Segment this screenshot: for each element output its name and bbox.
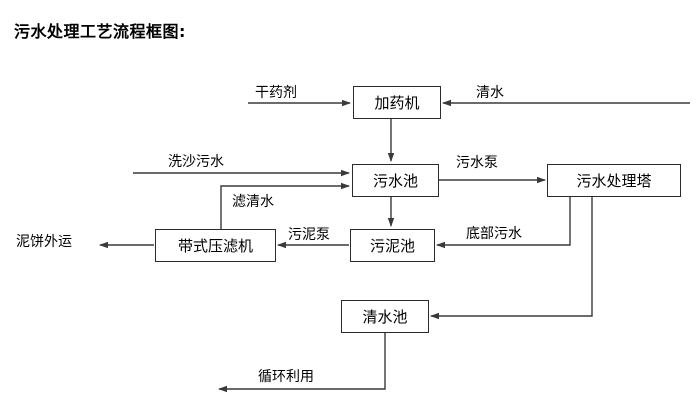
terminal-label-recycle-use: 循环利用 bbox=[258, 369, 314, 385]
page-title: 污水处理工艺流程框图: bbox=[14, 22, 186, 41]
node-treatment-tower[interactable]: 污水处理塔 bbox=[547, 164, 681, 197]
terminal-label-mud-cake-out: 泥饼外运 bbox=[16, 234, 72, 250]
edge-label-filtrate: 滤清水 bbox=[232, 194, 274, 210]
node-clear-water-pool[interactable]: 清水池 bbox=[341, 300, 429, 333]
edge-tower-to-clear-water-pool bbox=[430, 196, 593, 320]
node-sludge-pool[interactable]: 污泥池 bbox=[350, 229, 435, 262]
node-sewage-pool[interactable]: 污水池 bbox=[352, 164, 439, 197]
edge-filtrate-to-sewage-pool bbox=[220, 182, 350, 229]
terminal-label-dry-agent: 干药剂 bbox=[255, 85, 297, 101]
edge-label-sandwash-sewage: 洗沙污水 bbox=[168, 154, 224, 170]
edge-clear-water-to-recycle bbox=[218, 332, 386, 393]
edge-bottom-sewage-to-sludge-pool bbox=[436, 196, 571, 249]
edge-label-sewage-pump: 污水泵 bbox=[456, 155, 498, 171]
edge-label-bottom-sewage: 底部污水 bbox=[466, 226, 522, 242]
edge-label-sludge-pump: 污泥泵 bbox=[288, 227, 330, 243]
terminal-label-clean-water: 清水 bbox=[476, 85, 504, 101]
node-belt-filter-press[interactable]: 带式压滤机 bbox=[155, 229, 276, 262]
node-dosing-machine[interactable]: 加药机 bbox=[353, 86, 441, 119]
